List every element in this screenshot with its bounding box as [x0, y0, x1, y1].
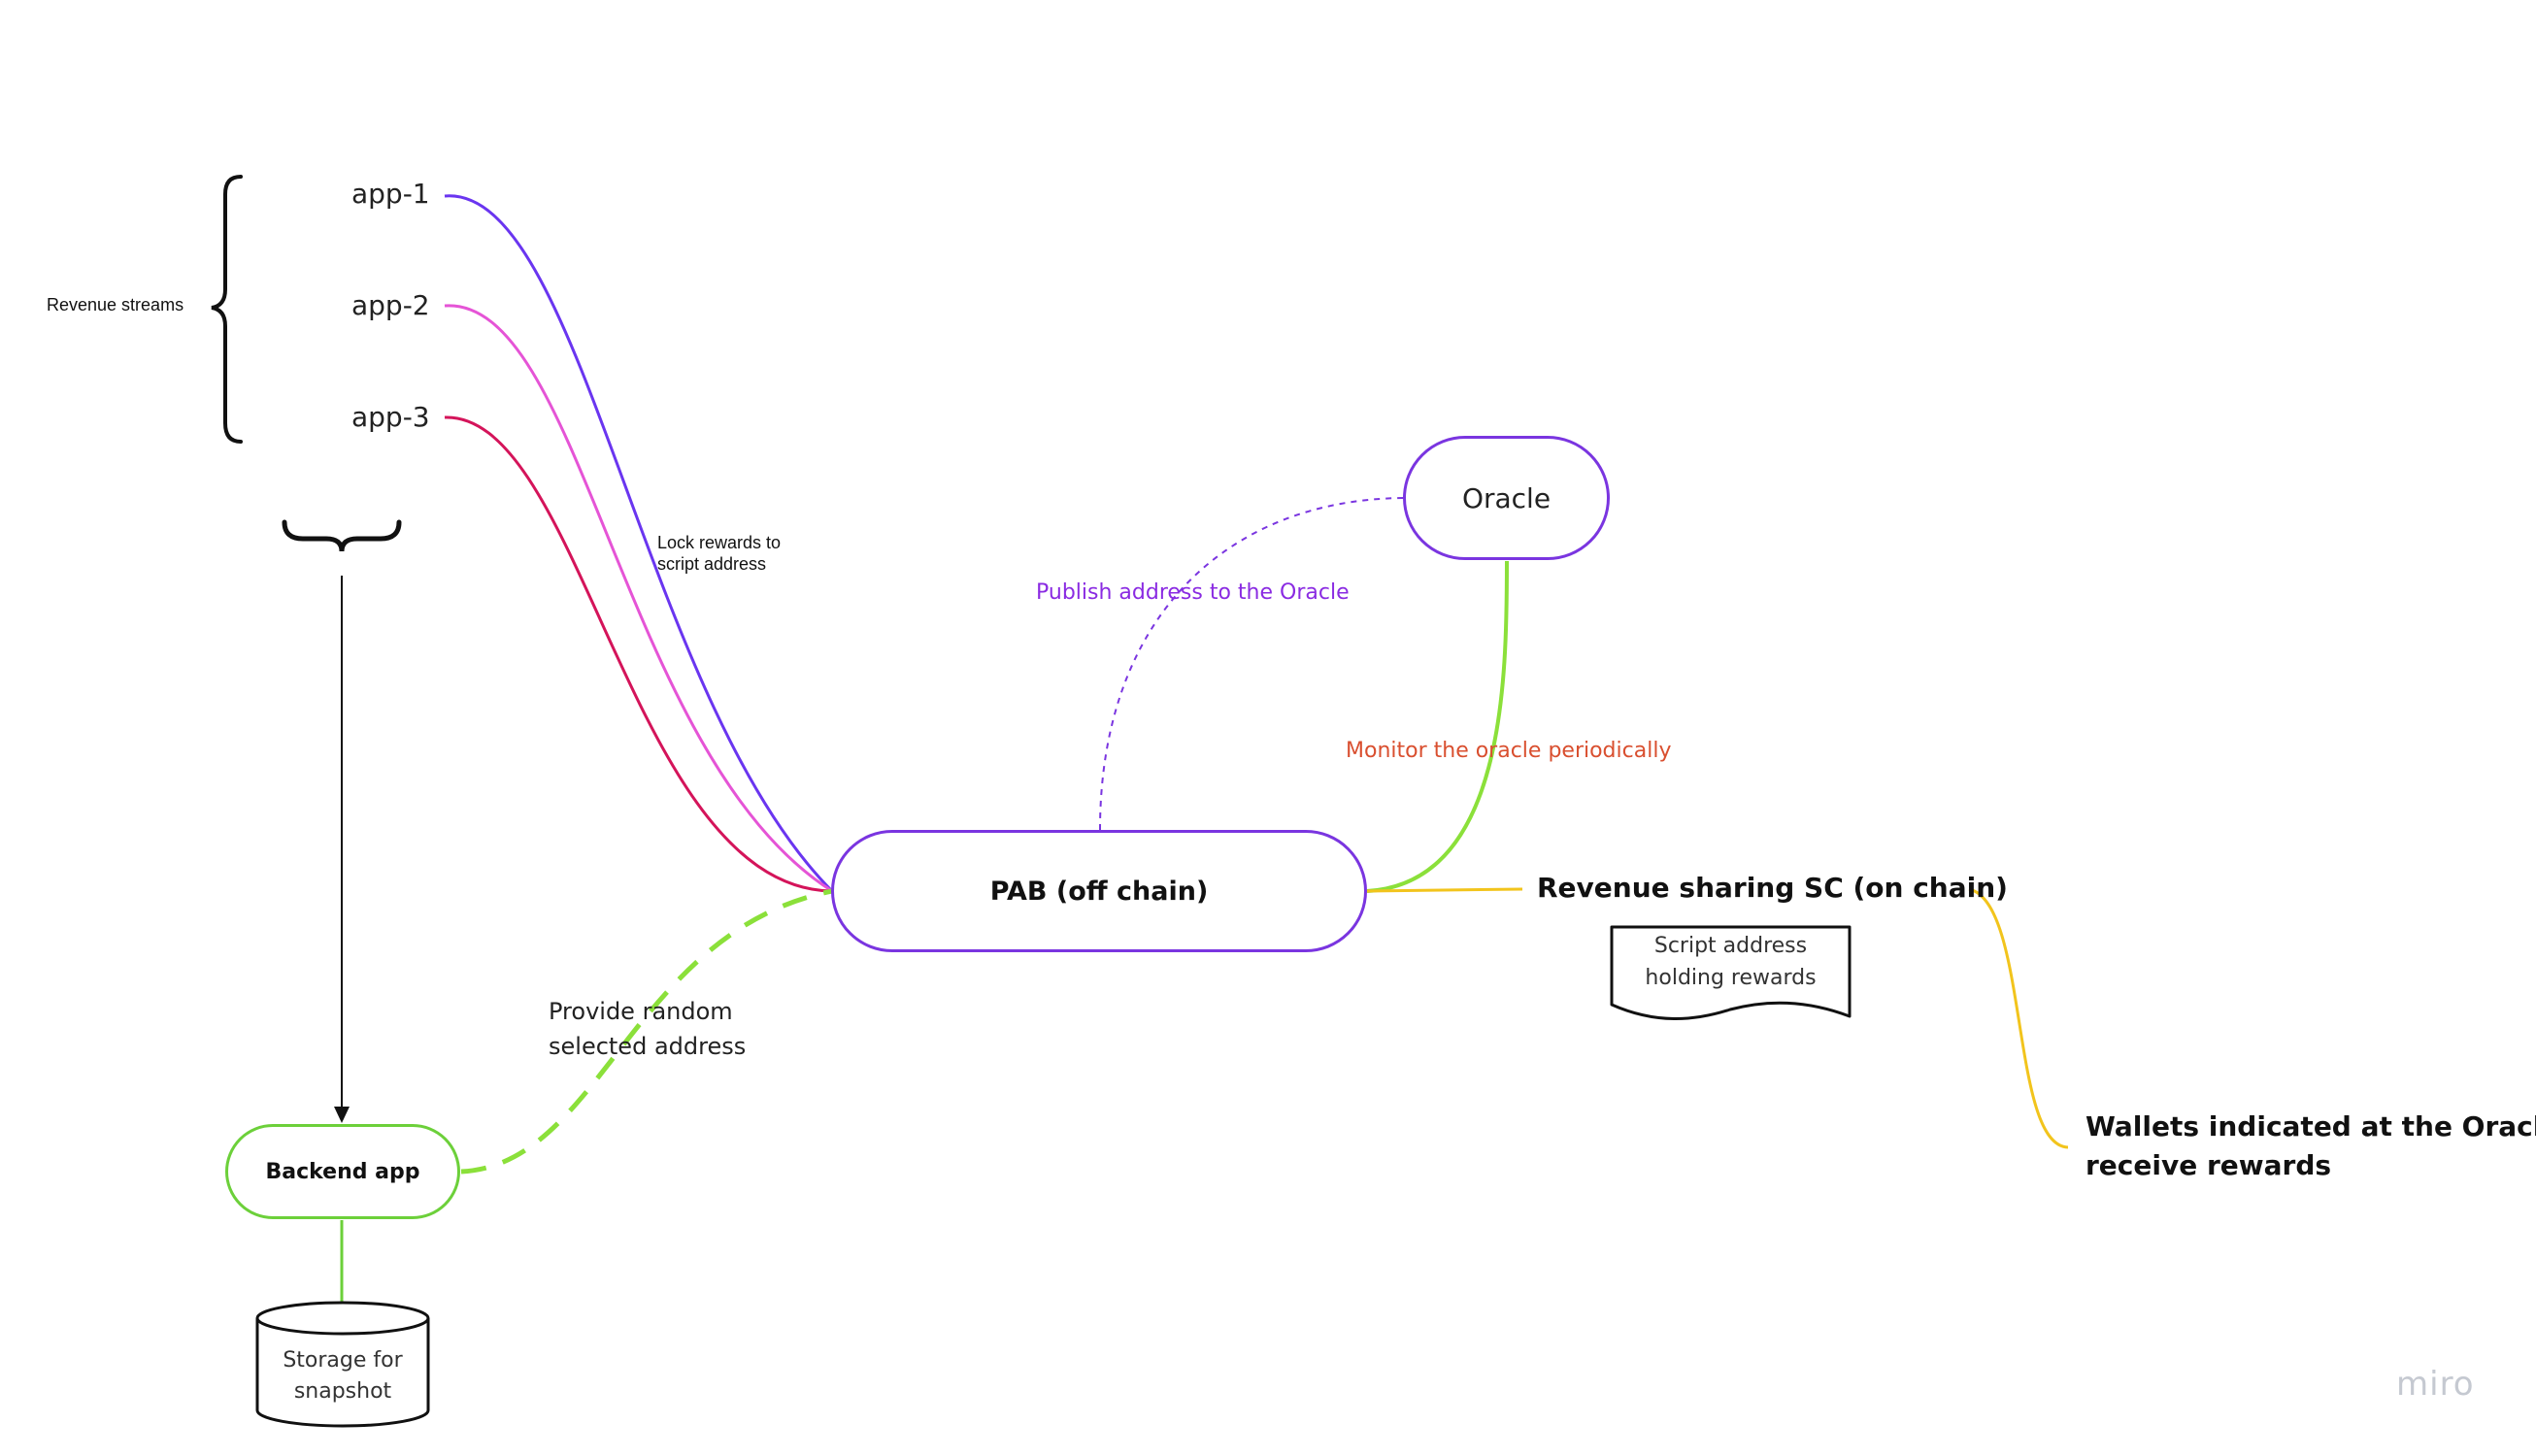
wallets-label: Wallets indicated at the Oracle receive … [2086, 1110, 2536, 1181]
snapshot-arrowhead [334, 1107, 350, 1123]
pab-label: PAB (off chain) [989, 876, 1209, 907]
monitor-oracle-connector [1366, 560, 1509, 893]
script-address-label: Script address holding rewards [1645, 934, 1817, 990]
revenue-sc-wallets-link [1968, 887, 2069, 1149]
app-3-connector [444, 415, 833, 893]
app-3-label: app-3 [351, 401, 430, 433]
provide-address-connector [460, 888, 833, 1175]
storage-label: Storage for snapshot [283, 1348, 403, 1404]
revenue-streams-label: Revenue streams [47, 295, 184, 314]
storage-cylinder [255, 1301, 430, 1428]
app-2-label: app-2 [351, 289, 430, 321]
revenue-sc-label: Revenue sharing SC (on chain) [1537, 872, 2008, 904]
pab-node[interactable]: PAB (off chain) [831, 830, 1367, 952]
publish-address-connector [1099, 497, 1404, 831]
app-1-label: app-1 [351, 178, 430, 210]
apps-bottom-brace [282, 519, 402, 552]
app-1-connector [444, 194, 834, 893]
publish-address-label: Publish address to the Oracle [1036, 580, 1350, 605]
app-2-connector [444, 304, 833, 893]
backend-app-label: Backend app [265, 1159, 420, 1184]
script-address-document [1610, 925, 1852, 1020]
monitor-oracle-label: Monitor the oracle periodically [1346, 739, 1672, 763]
pab-revenue-sc-link [1366, 887, 1523, 893]
provide-address-label: Provide random selected address [549, 998, 747, 1060]
revenue-streams-brace [211, 175, 243, 444]
oracle-label: Oracle [1461, 481, 1552, 514]
oracle-node[interactable]: Oracle [1403, 436, 1610, 560]
backend-app-node[interactable]: Backend app [225, 1124, 460, 1219]
miro-watermark: miro [2396, 1365, 2475, 1404]
lock-rewards-label: Lock rewards to script address [657, 533, 782, 574]
